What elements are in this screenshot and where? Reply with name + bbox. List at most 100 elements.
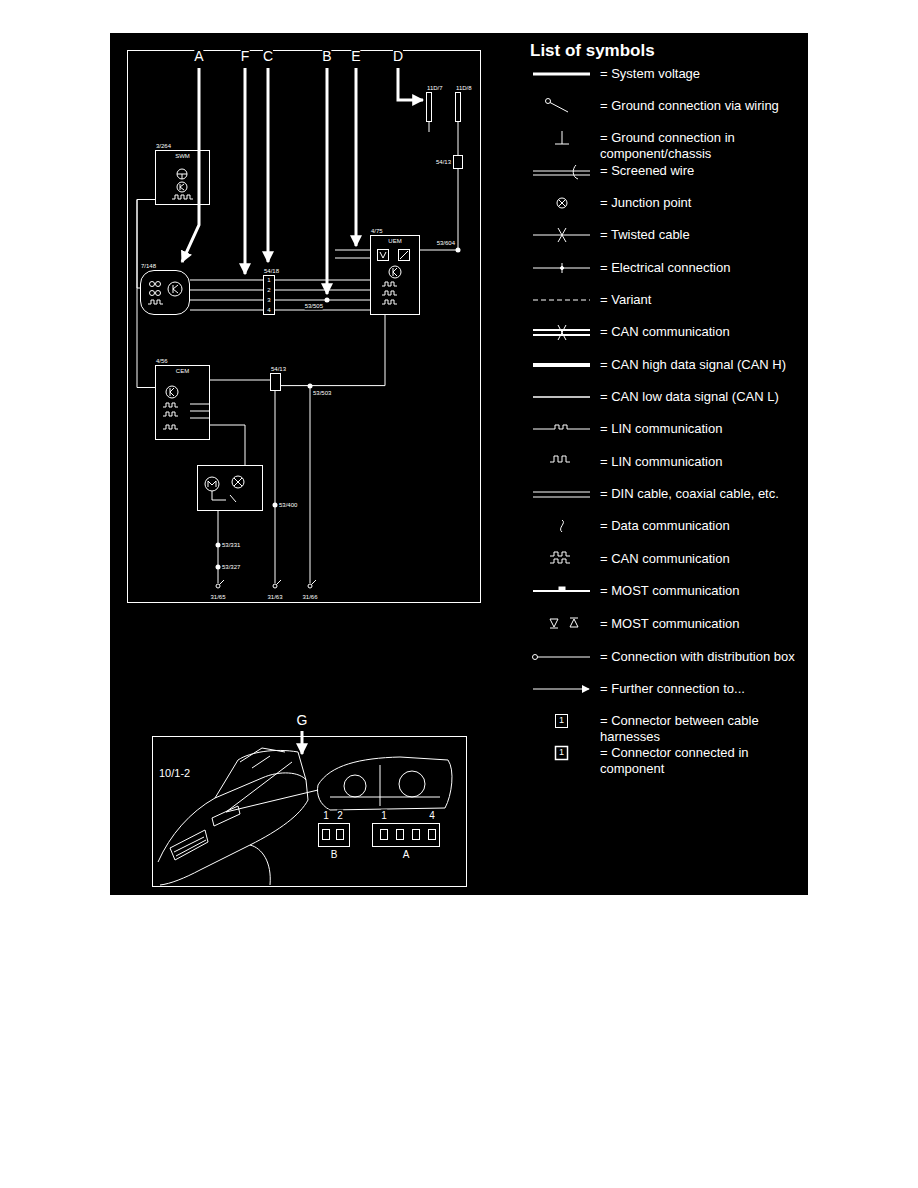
callout-arrow	[398, 68, 423, 100]
callout-letter: D	[393, 49, 403, 64]
sensor-icon	[156, 282, 161, 287]
relay-icon	[380, 252, 386, 258]
legend-text: = Connector connected in component	[600, 745, 749, 776]
module-name: SWM	[175, 153, 190, 160]
headlamp-detail	[330, 765, 440, 806]
wires	[198, 122, 430, 588]
leader-line	[226, 762, 318, 812]
wire-connection	[190, 310, 263, 311]
legend-entry: = Electrical connection	[600, 260, 805, 276]
connector-block: 54/13	[453, 155, 463, 169]
part-number: 54/13	[436, 159, 451, 166]
legend-text: = CAN low data signal (CAN L)	[600, 389, 779, 404]
callout-letter: E	[351, 49, 360, 64]
legend-entry: = Connection with distribution box	[600, 649, 805, 665]
legend-symbol	[533, 300, 590, 301]
legend-connector-number: 1	[559, 748, 564, 758]
wire-connection	[275, 300, 370, 301]
relay-icon	[400, 251, 408, 259]
motor-box	[198, 466, 263, 511]
callout-arrow	[244, 68, 247, 274]
legend-connector-number: 1	[559, 716, 564, 726]
legend-entry: = LIN communication	[600, 454, 805, 470]
splice-label: 53/331	[222, 542, 240, 549]
legend-text: = Ground connection in component/chassis	[600, 130, 735, 161]
legend-symbol	[538, 657, 591, 658]
callout-letter: C	[263, 49, 273, 64]
module-box: 3/264SWM	[155, 150, 210, 205]
legend-text: = CAN communication	[600, 324, 730, 339]
legend-symbol	[533, 263, 590, 273]
connector-pin	[337, 830, 344, 840]
legend-symbol	[559, 587, 565, 591]
can-icon	[382, 291, 397, 295]
legend-entry: = Further connection to...	[600, 681, 805, 697]
wire-connection	[190, 289, 263, 290]
legend-entry: = DIN cable, coaxial cable, etc.	[600, 486, 805, 502]
module-box: 4/75UEM	[370, 235, 420, 315]
part-number: 11D/7	[427, 85, 443, 92]
pin-number: 4	[267, 307, 270, 314]
wire	[275, 391, 276, 583]
can-icon	[163, 403, 178, 407]
headlamp-lens	[344, 775, 366, 797]
control-icon	[166, 386, 178, 398]
sensor-icon	[156, 291, 161, 296]
legend-symbol	[533, 228, 590, 242]
pin-number: 1	[381, 810, 387, 821]
legend-text: = Connector between cable harnesses	[600, 713, 759, 744]
legend-entry: = Ground connection in component/chassis	[600, 130, 805, 162]
control-icon	[168, 282, 182, 296]
splice-label: 53/505	[305, 303, 323, 310]
part-number: 54/18	[264, 268, 279, 275]
lamp-symbol	[232, 476, 244, 488]
wire	[335, 258, 370, 259]
ground-label: 31/66	[302, 594, 317, 601]
legend-text: = Junction point	[600, 195, 691, 210]
location-panel: 10/1-2BA	[152, 736, 467, 887]
steering-icon	[177, 174, 187, 179]
junction-point	[216, 565, 221, 570]
connector-pin	[381, 830, 388, 840]
legend-entry: = CAN high data signal (CAN H)	[600, 357, 805, 373]
legend-text: = LIN communication	[600, 421, 722, 436]
legend-entry: = CAN communication	[600, 551, 805, 567]
pin-number: 2	[337, 810, 343, 821]
callout-arrow	[326, 68, 329, 294]
wire-connection	[420, 169, 458, 250]
part-number: 7/148	[141, 263, 156, 270]
legend-symbol	[561, 267, 564, 270]
control-icon	[389, 266, 401, 278]
ground-symbol	[308, 584, 312, 588]
ground-symbol	[273, 584, 277, 588]
motor-symbol	[205, 477, 219, 491]
part-number: A	[403, 849, 410, 861]
can-icon	[382, 282, 397, 286]
connector-pin	[413, 830, 420, 840]
legend-text: = Twisted cable	[600, 227, 690, 242]
ground-label: 31/63	[267, 594, 282, 601]
wire-connection	[275, 310, 370, 311]
legend-entry: = Junction point	[600, 195, 805, 211]
wire-connection	[210, 380, 270, 381]
lin-icon	[163, 425, 178, 429]
sensor-icon	[150, 282, 155, 287]
motor-symbol	[208, 481, 216, 487]
ground-symbol	[216, 584, 220, 588]
junction-point	[216, 543, 221, 548]
steering-icon	[177, 169, 187, 179]
legend-entry: = System voltage	[600, 66, 805, 82]
legend-text: = Data communication	[600, 518, 730, 533]
legend-symbol	[533, 165, 590, 179]
car-interior	[240, 748, 285, 768]
switch-symbol	[212, 491, 236, 502]
splice-label: 53/604	[437, 240, 455, 247]
legend-text: = Connection with distribution box	[600, 649, 795, 664]
legend-symbol	[557, 198, 567, 208]
legend-symbol	[558, 325, 566, 340]
legend-symbol	[550, 552, 570, 563]
legend-text: = Variant	[600, 292, 651, 307]
wire-connection	[275, 280, 370, 281]
